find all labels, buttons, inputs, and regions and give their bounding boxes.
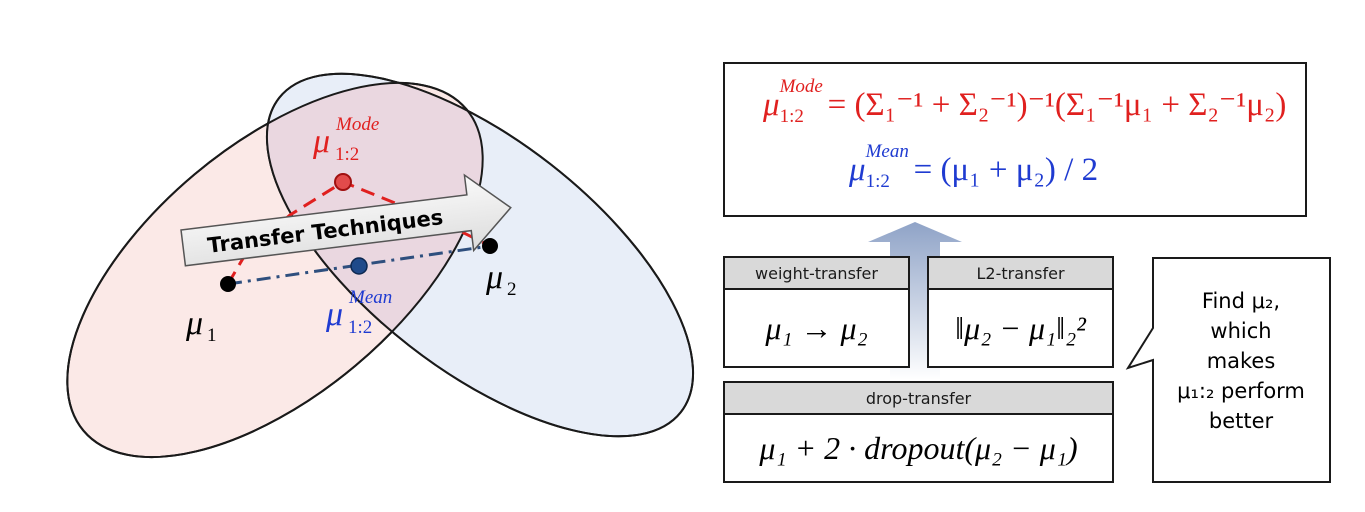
mean-formula: μ Mean 1:2 = (μ₁ + μ₂) / 2 [849, 141, 1099, 192]
weight-transfer-header: weight-transfer [725, 258, 908, 290]
svg-text:1:2: 1:2 [335, 144, 359, 165]
mu2-label: μ 2 [485, 259, 517, 300]
svg-text:μ: μ [325, 296, 343, 333]
svg-text:2: 2 [507, 279, 517, 300]
callout-line-5: better [1208, 409, 1274, 433]
drop-transfer-header: drop-transfer [725, 383, 1112, 415]
svg-text:μ: μ [485, 259, 503, 296]
callout-line-3: makes [1206, 349, 1276, 373]
callout-line-2: which [1210, 319, 1272, 343]
l2-transfer-formula: ‖μ₂ − μ₁‖₂² [955, 309, 1086, 346]
mu2-point [482, 238, 498, 254]
callout-text: Find μ₂, which makes μ₁:₂ perform better [1155, 286, 1327, 436]
svg-text:1:2: 1:2 [348, 317, 372, 338]
svg-text:1: 1 [207, 325, 217, 346]
mode-point [334, 173, 352, 191]
drop-transfer-box: drop-transfer μ₁ + 2 · dropout(μ₂ − μ₁) [723, 381, 1114, 483]
svg-text:Mean: Mean [348, 287, 392, 308]
l2-transfer-header: L2-transfer [929, 258, 1112, 290]
drop-transfer-formula: μ₁ + 2 · dropout(μ₂ − μ₁) [759, 429, 1078, 466]
mean-label: μ 1:2 Mean [325, 287, 392, 338]
mode-formula: μ Mode 1:2 = (Σ₁⁻¹ + Σ₂⁻¹)⁻¹(Σ₁⁻¹μ₁ + Σ₂… [763, 76, 1287, 127]
callout-bubble [1125, 257, 1331, 483]
mode-label: μ 1:2 Mode [312, 114, 379, 165]
l2-transfer-box: L2-transfer ‖μ₂ − μ₁‖₂² [927, 256, 1114, 368]
callout-line-1: Find μ₂, [1201, 289, 1281, 313]
mu1-label: μ 1 [185, 305, 217, 346]
weight-transfer-formula: μ₁ → μ₂ [765, 309, 868, 346]
svg-text:μ: μ [185, 305, 203, 342]
mean-point [350, 257, 368, 275]
svg-text:μ: μ [312, 123, 330, 160]
formula-box: μ Mode 1:2 = (Σ₁⁻¹ + Σ₂⁻¹)⁻¹(Σ₁⁻¹μ₁ + Σ₂… [723, 62, 1307, 217]
weight-transfer-box: weight-transfer μ₁ → μ₂ [723, 256, 910, 368]
mu1-point [220, 276, 236, 292]
svg-text:Mode: Mode [335, 114, 379, 135]
callout-line-4: μ₁:₂ perform [1177, 379, 1305, 403]
